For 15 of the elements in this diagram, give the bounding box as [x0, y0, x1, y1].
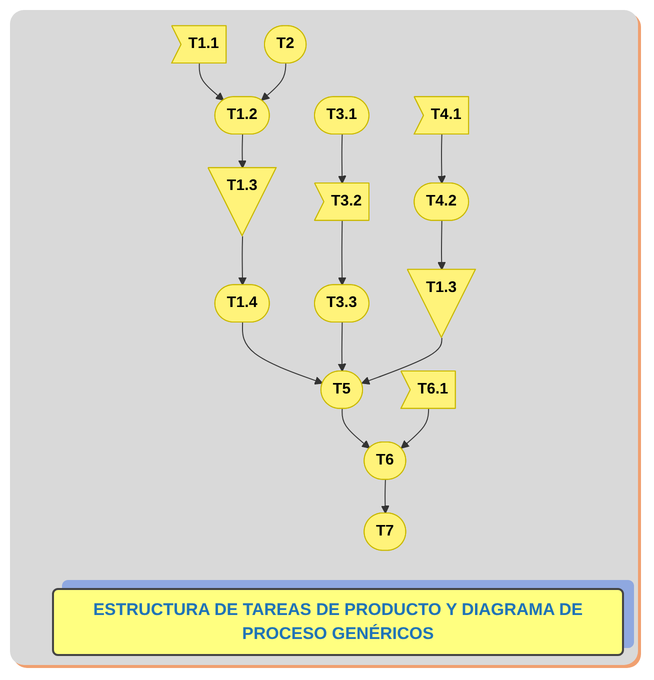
panel-background: T1.1 T1.2 T2 T1.3 T1.4 T3.1 T3.2 T3.3 T4.1 T4.2 T1.3 T5 T6.1 T6 T7 ESTRUCTURA DE TAREAS DE PRODUCTO Y DIAGRAMA DE PROCESO GENÉRICOS — [10, 10, 638, 665]
arrow — [438, 220, 446, 270]
arrow — [199, 63, 224, 101]
arrow — [401, 408, 430, 449]
arrow — [338, 220, 347, 286]
arrow — [438, 134, 446, 184]
arrow — [342, 408, 371, 449]
arrow — [242, 322, 324, 385]
arrow — [238, 236, 248, 286]
arrow — [362, 337, 443, 385]
arrow — [338, 134, 347, 184]
arrow — [338, 322, 347, 372]
arrow — [238, 134, 248, 168]
arrow — [262, 63, 287, 101]
arrow — [381, 479, 390, 514]
